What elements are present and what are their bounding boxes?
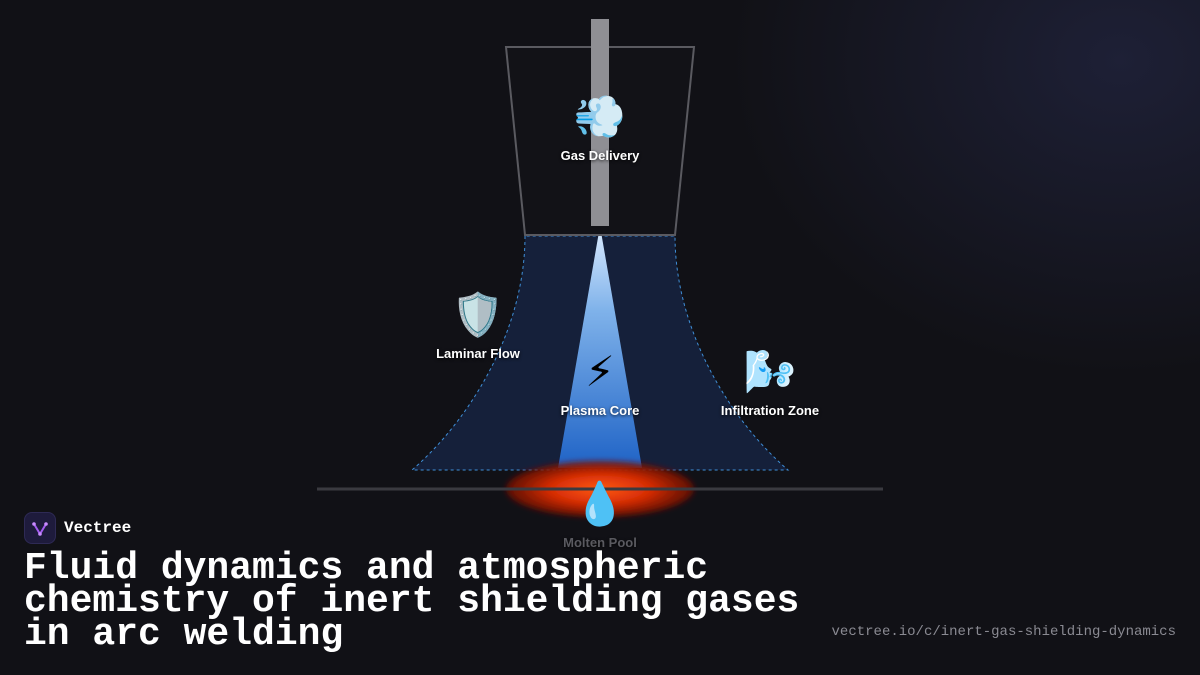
node-molten-pool: 💧 Molten Pool: [563, 479, 637, 550]
node-label: Plasma Core: [560, 403, 640, 418]
node-laminar-flow: 🛡️ Laminar Flow: [436, 290, 520, 361]
brand-name: Vectree: [64, 519, 132, 537]
source-url: vectree.io/c/inert-gas-shielding-dynamic…: [831, 624, 1176, 640]
wind-face-icon: 🌬️: [743, 347, 797, 396]
node-label: Laminar Flow: [436, 346, 520, 361]
node-label: Gas Delivery: [560, 148, 640, 163]
vectree-logo-icon: [24, 512, 56, 544]
node-label: Molten Pool: [563, 535, 637, 550]
brand: Vectree: [24, 512, 131, 544]
tungsten-electrode: [591, 19, 609, 226]
node-gas-delivery: 💨 Gas Delivery: [561, 92, 640, 163]
shield-icon: 🛡️: [451, 290, 505, 339]
node-plasma-core: ⚡ Plasma Core: [561, 347, 640, 418]
dashing-away-icon: 💨: [573, 92, 627, 141]
node-label: Infiltration Zone: [720, 403, 820, 418]
page-title: Fluid dynamics and atmospheric chemistry…: [24, 547, 800, 656]
node-infiltration-zone: 🌬️ Infiltration Zone: [721, 347, 819, 418]
plasma-arc: [558, 226, 642, 468]
droplet-icon: 💧: [573, 479, 627, 528]
lightning-icon: ⚡: [585, 347, 615, 396]
